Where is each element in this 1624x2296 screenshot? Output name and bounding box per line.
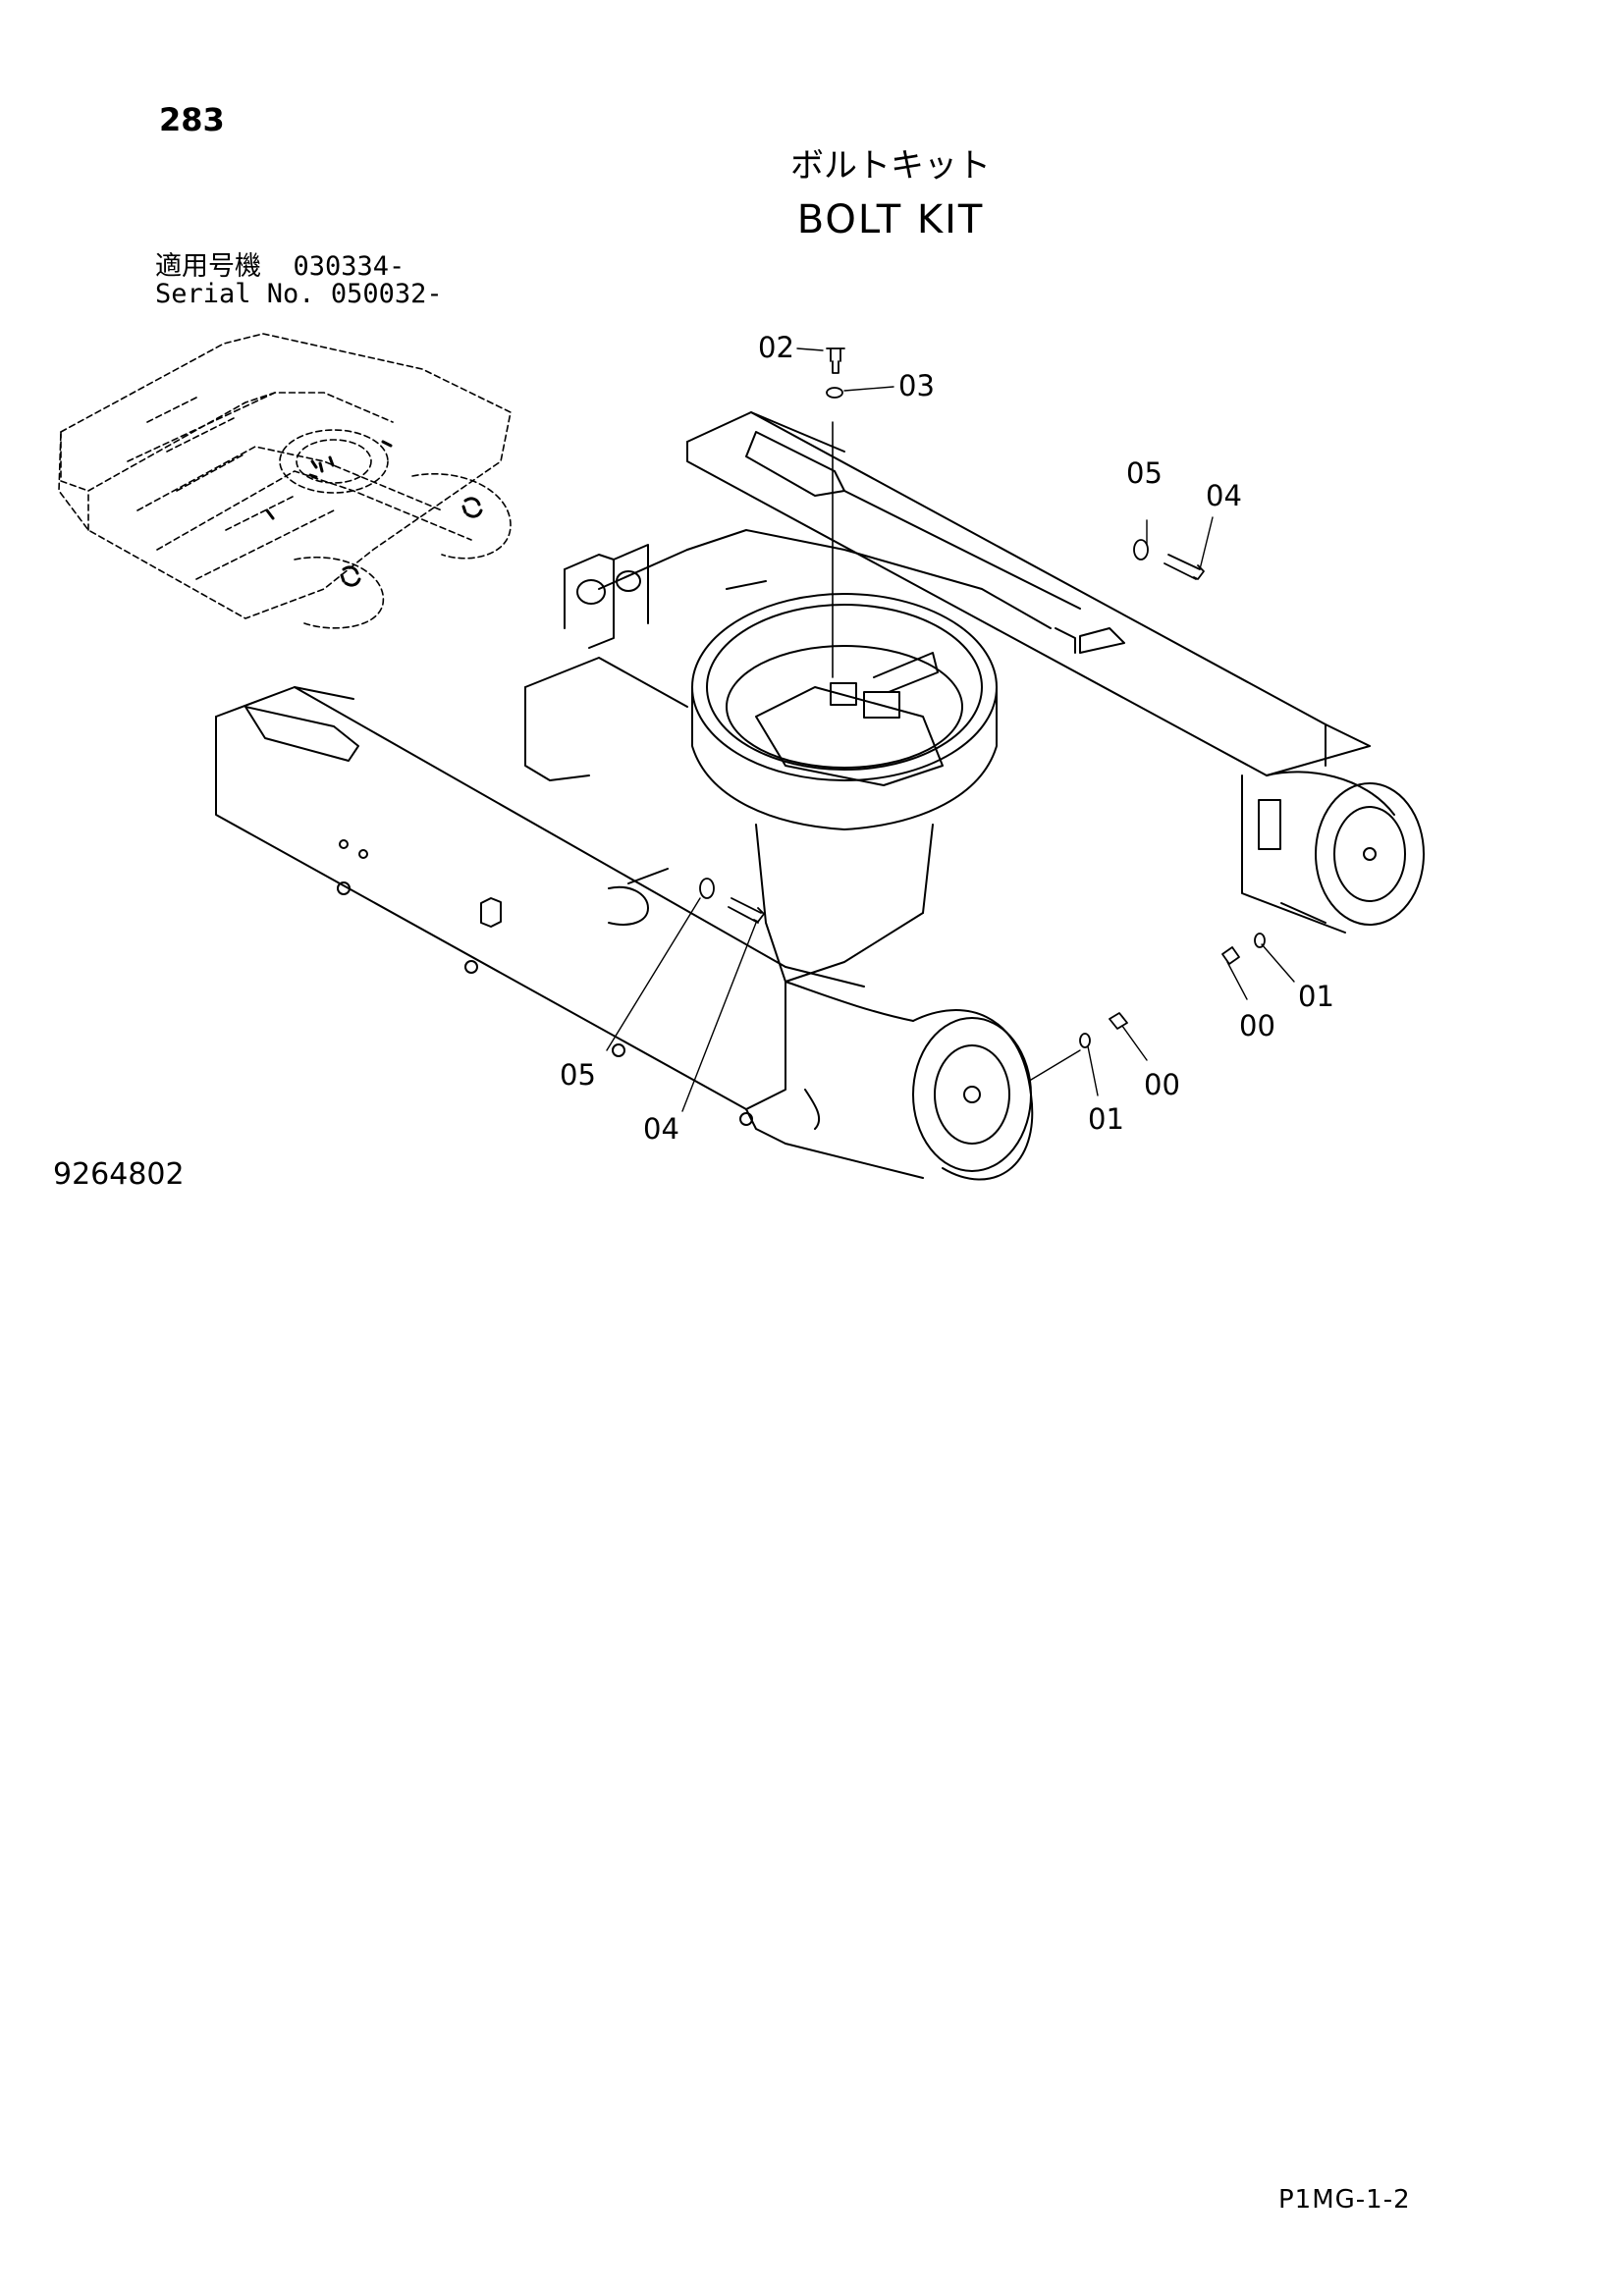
applicability-label-jp: 適用号機: [155, 251, 261, 282]
applicability-value-1: 030334-: [293, 251, 406, 282]
overview-inset: [58, 333, 512, 629]
callout-04-left: 04: [643, 1112, 679, 1146]
title-japanese: ボルトキット: [790, 146, 991, 186]
washer-05-left: [699, 878, 715, 899]
drawing-number: 9264802: [53, 1157, 185, 1192]
callout-01-bottom: 01: [1088, 1102, 1124, 1136]
washer-01-right: [1254, 933, 1266, 948]
applicability-block: 適用号機 030334- Serial No. 050032-: [155, 251, 443, 309]
bolt-04-top: [1164, 554, 1205, 580]
serial-no-label: Serial No.: [155, 279, 315, 310]
washer-01-bottom: [1079, 1033, 1091, 1048]
leader-lines: [606, 347, 1295, 1112]
callout-01-right: 01: [1298, 980, 1334, 1013]
bolt-02: [826, 347, 845, 374]
callout-05-left: 05: [560, 1058, 596, 1092]
hardware: [699, 347, 1266, 1048]
washer-05-top: [1133, 539, 1149, 561]
bolt-04-left: [728, 897, 765, 924]
callout-02: 02: [758, 331, 794, 364]
callout-05-top: 05: [1126, 456, 1163, 490]
overview-highlight-marks: [265, 440, 483, 587]
bolt-00-bottom: [1109, 1012, 1128, 1030]
page-number: 283: [159, 101, 225, 138]
nut-03: [826, 387, 843, 399]
near-track-frame: [215, 686, 865, 1145]
far-track-frame: [686, 411, 1371, 776]
left-bracket: [524, 544, 688, 781]
title-english: BOLT KIT: [796, 197, 985, 242]
center-frame-swing-circle: [598, 421, 1052, 983]
near-idler: [785, 981, 1034, 1181]
callout-04-top: 04: [1206, 479, 1242, 512]
callout-00-right: 00: [1239, 1009, 1275, 1042]
serial-no-value: 050032-: [330, 279, 443, 310]
applicability-line-2: Serial No. 050032-: [155, 281, 443, 308]
applicability-line-1: 適用号機 030334-: [155, 251, 443, 282]
callout-03: 03: [898, 369, 935, 402]
bolt-00-right: [1221, 946, 1240, 965]
page-code: P1MG-1-2: [1278, 2185, 1411, 2215]
callout-00-bottom: 00: [1144, 1068, 1180, 1101]
far-idler: [1241, 771, 1425, 934]
